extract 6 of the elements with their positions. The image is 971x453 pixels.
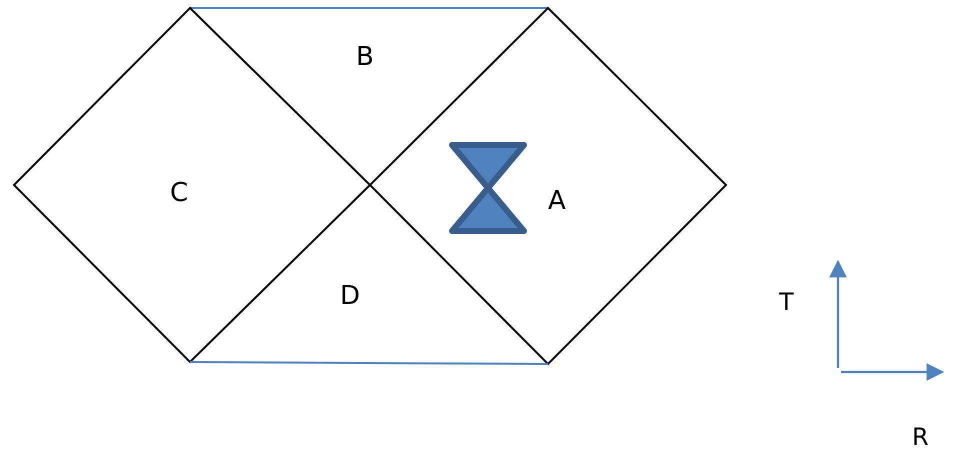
region-label: C	[170, 178, 188, 208]
axis-label: R	[912, 423, 929, 451]
axis-label: T	[779, 288, 794, 316]
region-label: D	[340, 281, 360, 311]
region-label: B	[356, 42, 374, 72]
region-label: A	[548, 186, 566, 216]
